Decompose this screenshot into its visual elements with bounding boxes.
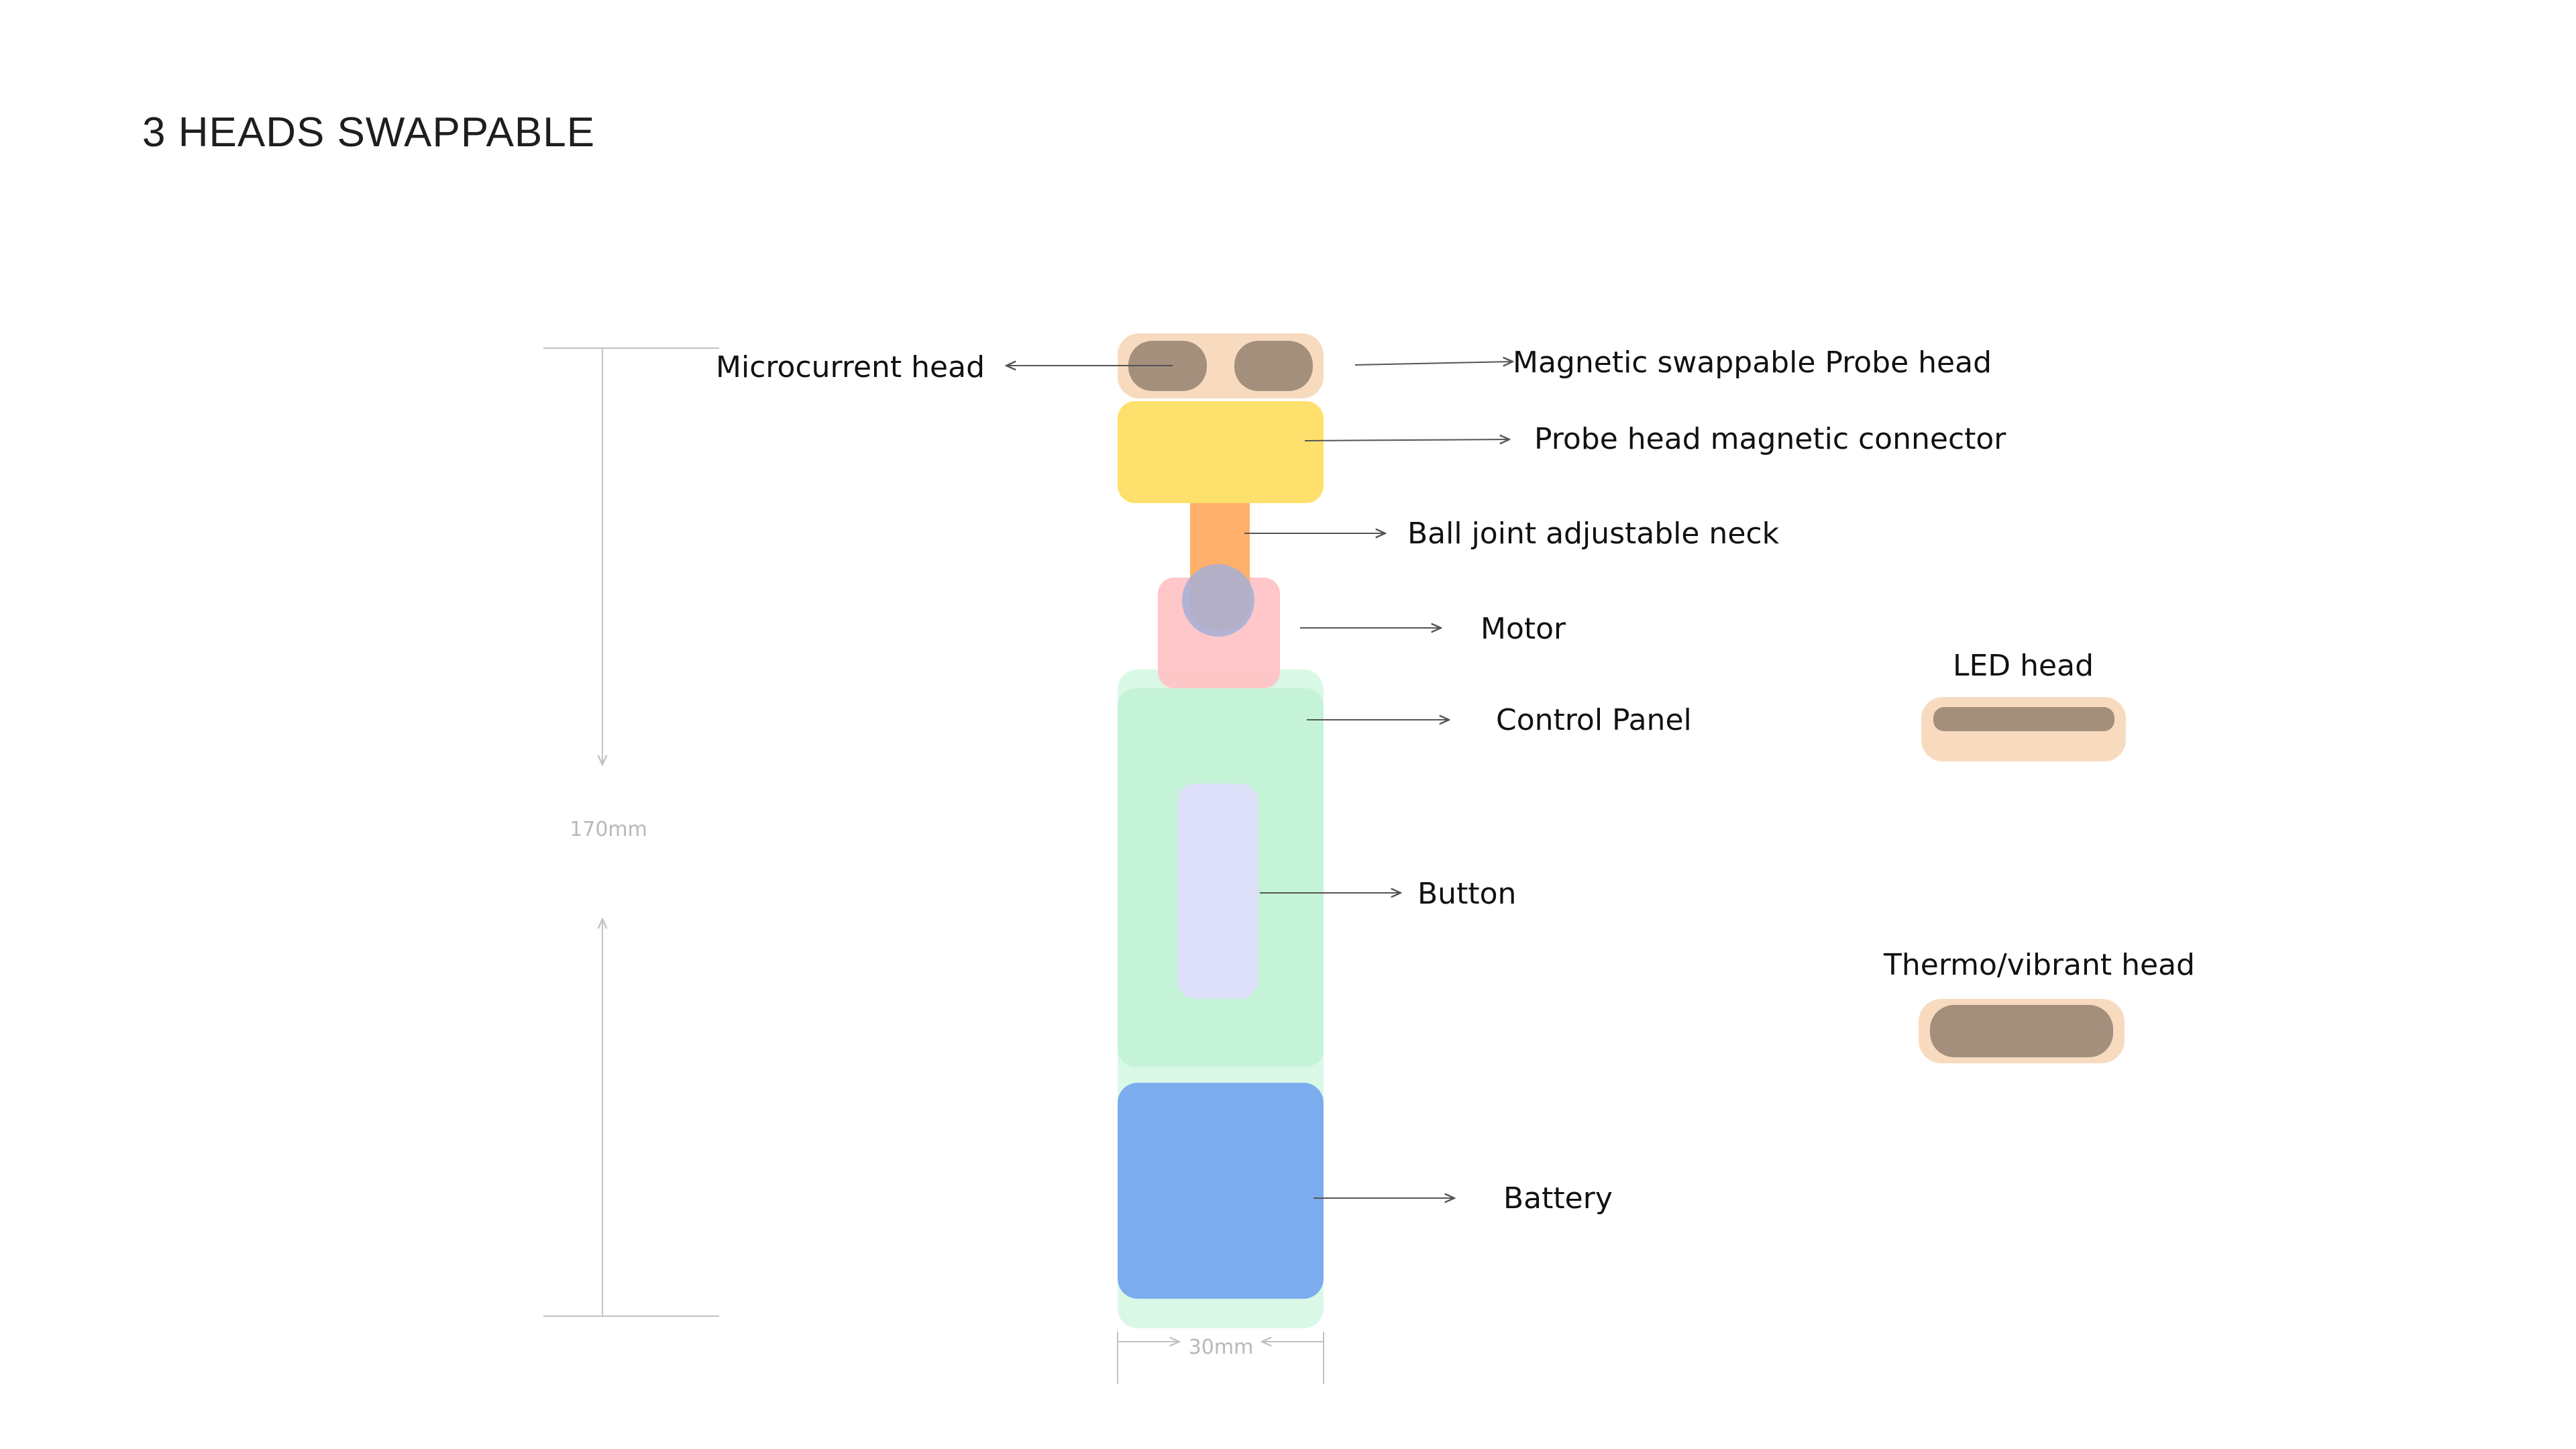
width-dimension: 30mm	[1117, 1332, 1324, 1384]
label-control-panel: Control Panel	[1496, 703, 1692, 737]
label-battery: Battery	[1503, 1181, 1613, 1216]
probe-pad-right	[1234, 341, 1313, 391]
label-ball-joint-neck: Ball joint adjustable neck	[1407, 517, 1780, 551]
led-head: LED head	[1921, 649, 2126, 761]
arrow-probe-connector	[1304, 439, 1509, 441]
callout-arrows	[1006, 362, 1513, 1198]
label-microcurrent-head: Microcurrent head	[716, 350, 985, 384]
arrow-magnetic-probe-head	[1354, 362, 1513, 365]
label-motor: Motor	[1481, 612, 1566, 646]
led-head-strip	[1933, 707, 2114, 731]
device	[1118, 333, 1324, 1328]
ball-joint	[1182, 564, 1254, 637]
thermo-head-pad	[1930, 1005, 2113, 1057]
button	[1177, 784, 1258, 999]
label-magnetic-probe-head: Magnetic swappable Probe head	[1513, 345, 1992, 380]
thermo-head: Thermo/vibrant head	[1883, 948, 2195, 1063]
page-title: 3 HEADS SWAPPABLE	[142, 109, 596, 156]
battery	[1118, 1083, 1324, 1299]
height-dimension: 170mm	[543, 347, 719, 1317]
callout-labels: Microcurrent head Magnetic swappable Pro…	[716, 345, 2006, 1216]
label-led-head: LED head	[1953, 649, 2094, 683]
width-dimension-label: 30mm	[1189, 1336, 1254, 1359]
probe-head-connector	[1118, 401, 1324, 503]
label-probe-connector: Probe head magnetic connector	[1534, 422, 2006, 456]
label-button: Button	[1417, 877, 1516, 911]
height-dimension-label: 170mm	[570, 818, 647, 841]
label-thermo-head: Thermo/vibrant head	[1883, 948, 2195, 982]
